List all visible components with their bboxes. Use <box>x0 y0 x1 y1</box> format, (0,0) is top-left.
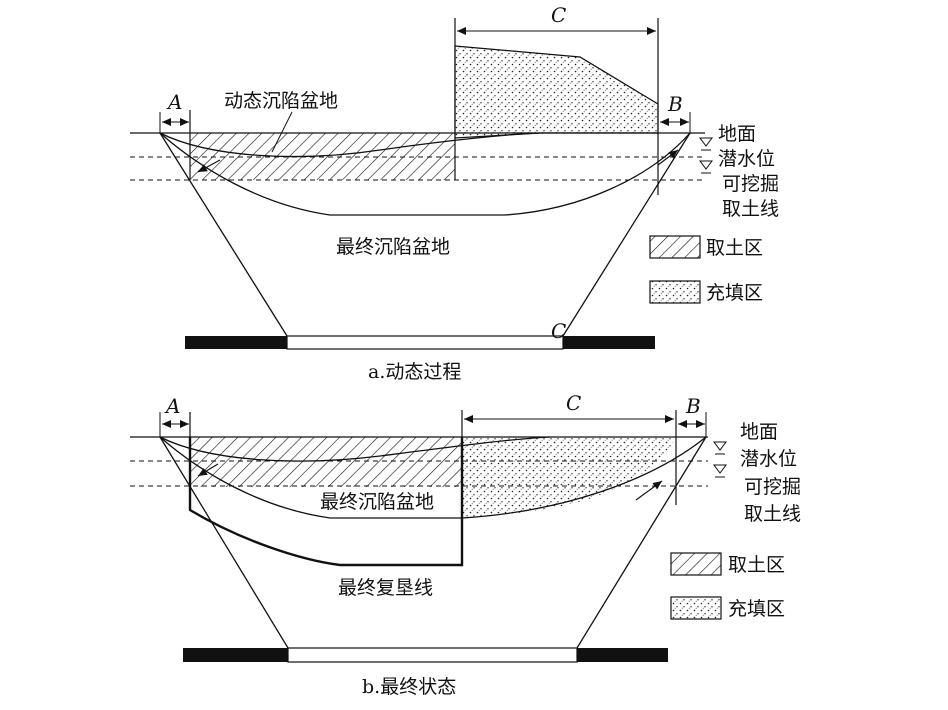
right-slope-a <box>562 132 691 337</box>
caption-b: b.最终状态 <box>362 676 456 698</box>
dynamic-basin-curve-b <box>159 436 551 462</box>
dim-b-label-a: B <box>667 92 683 116</box>
ground-label-a: 地面 <box>718 123 756 145</box>
left-slope-a <box>159 132 288 337</box>
legend-b-fill-swatch <box>670 596 722 620</box>
legend-fill-swatch <box>649 280 701 304</box>
mined-goaf-b <box>287 647 578 663</box>
ground-label-b: 地面 <box>740 421 778 443</box>
left-slope-b <box>159 436 289 649</box>
dynamic-basin-label-a: 动态沉陷盆地 <box>224 90 338 112</box>
dig-line-label-b-1: 可挖掘 <box>744 476 801 498</box>
final-basin-label-a: 最终沉陷盆地 <box>336 236 450 258</box>
mined-goaf-a <box>286 335 564 350</box>
mined-seam-right-a <box>563 336 655 349</box>
panel-a: A C B 动态沉陷盆地 最终沉陷盆地 地面 潜水位 可挖掘 取土线 C a.动… <box>130 3 779 383</box>
point-c-label-a: C <box>551 319 566 343</box>
panel-b: A C B 最终沉陷盆地 最终复垦线 地面 潜水位 可挖掘 取土线 b.最终状态 <box>130 391 801 698</box>
dim-a-label-a: A <box>166 90 182 114</box>
legend-fill-label-a: 充填区 <box>706 282 763 304</box>
legend-borrow-label-b: 取土区 <box>728 554 785 576</box>
mined-seam-right-b <box>577 648 668 662</box>
mined-seam-left-a <box>185 336 287 349</box>
final-reclaim-line-b <box>188 437 464 567</box>
dig-line-label-b-2: 取土线 <box>744 503 801 525</box>
dig-line-label-a-1: 可挖掘 <box>722 173 779 195</box>
legend-borrow-label-a: 取土区 <box>706 237 763 259</box>
mined-seam-left-b <box>183 648 288 662</box>
final-basin-label-b: 最终沉陷盆地 <box>320 491 434 513</box>
final-reclaim-label-b: 最终复垦线 <box>338 577 433 599</box>
dynamic-basin-curve-a <box>159 132 541 158</box>
move-arrow-right-b <box>635 480 663 501</box>
legend: 取土区 充填区 <box>649 235 763 304</box>
dim-b-label-b: B <box>685 394 701 418</box>
water-table-symbol-b <box>713 441 727 478</box>
dim-c-label-b: C <box>566 391 581 415</box>
move-arrow-left-a <box>197 159 221 173</box>
legend-b-borrow-swatch <box>670 552 722 576</box>
move-arrow-left-b <box>197 463 219 477</box>
legend-b: 取土区 充填区 <box>670 552 785 620</box>
right-slope-b <box>576 436 707 649</box>
water-table-label-b: 潜水位 <box>740 448 797 470</box>
water-table-label-a: 潜水位 <box>718 148 775 170</box>
water-table-symbol-a <box>699 137 713 174</box>
borrow-zone-b <box>190 437 462 487</box>
dim-a-label-b: A <box>164 394 180 418</box>
dim-c-label-a: C <box>551 3 566 27</box>
fill-zone-b <box>462 437 676 517</box>
dynamic-basin-leader-a <box>271 111 293 153</box>
caption-a: a.动态过程 <box>368 361 461 383</box>
fill-zone-a <box>454 45 659 139</box>
dig-line-label-a-2: 取土线 <box>722 198 779 220</box>
legend-fill-label-b: 充填区 <box>728 598 785 620</box>
move-arrow-right-a <box>657 149 679 166</box>
legend-borrow-swatch <box>649 235 701 259</box>
